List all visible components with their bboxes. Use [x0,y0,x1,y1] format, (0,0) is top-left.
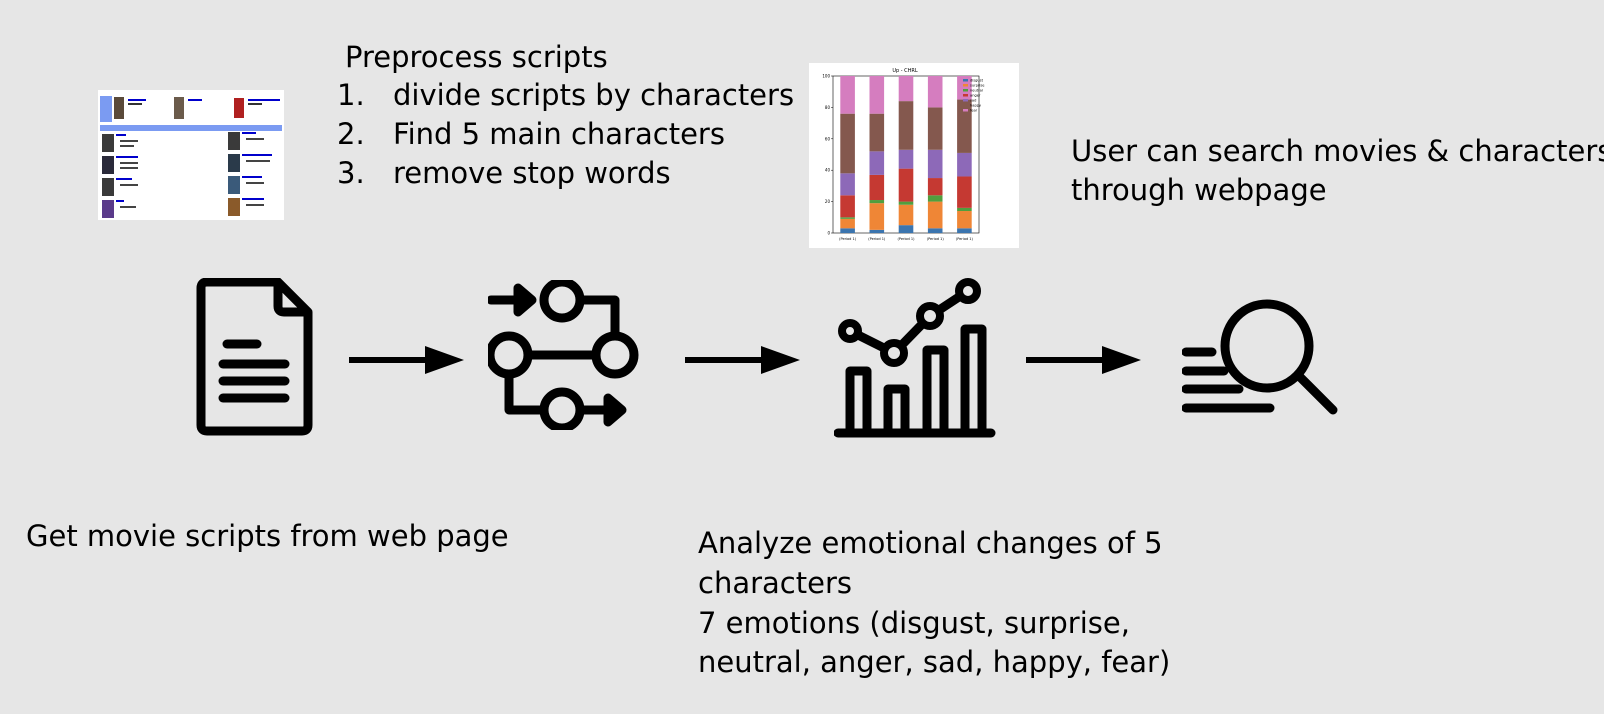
preprocess-step: 3. remove stop words [337,154,794,193]
legend-swatch [963,99,968,102]
legend-label: anger [970,94,981,98]
y-tick-label: 0 [827,231,830,236]
x-tick-label: (Period 1) [927,237,945,241]
bar-segment-sad [927,149,943,179]
analytics-chart-icon [834,278,996,438]
bar-segment-sad [840,173,855,196]
bar-segment-fear [927,76,943,108]
bar-segment-fear [840,76,855,114]
bar-segment-sad [957,152,972,177]
y-tick-label: 80 [825,105,831,110]
preprocess-steps: 1. divide scripts by characters 2. Find 5 … [337,76,794,193]
x-tick-label: (Period 1) [956,237,974,241]
search-icon [1182,299,1338,415]
step-text: divide scripts by characters [393,78,795,112]
bar-segment-surprise [840,218,855,229]
bar-segment-fear [957,76,972,100]
flow-arrow [1026,346,1141,374]
bar-segment-happy [927,107,943,150]
analyze-caption-line3: 7 emotions (disgust, surprise, [698,606,1130,640]
bar-segment-fear [898,76,914,102]
get-scripts-caption: Get movie scripts from web page [26,519,509,553]
flow-arrow [349,346,464,374]
website-screenshot-drawing [100,96,282,218]
x-tick-label: (Period 1) [839,237,857,241]
bar-segment-anger [840,195,855,218]
step-text: Find 5 main characters [393,117,725,151]
bar-segment-happy [840,113,855,174]
bar-segment-neutral [869,200,885,204]
legend-label: happy [970,104,982,108]
bar-segment-disgust [840,228,855,233]
x-tick-label: (Period 1) [868,237,886,241]
step-number: 2. [337,117,365,151]
emotion-chart-thumbnail: Up - CHRL 0 20 40 60 80 100 (Period 1) (Period … [809,63,1019,248]
bar-segment-surprise [869,203,885,230]
bar-segment-fear [869,76,885,114]
bar-segment-anger [927,178,943,196]
bar-segment-anger [869,174,885,201]
y-tick-label: 100 [822,74,830,79]
bar-segment-happy [898,101,914,150]
step-number: 1. [337,78,365,112]
y-tick-label: 60 [825,136,831,141]
bar-segment-neutral [927,195,943,202]
website-screenshot-thumbnail [98,90,284,220]
legend-label: neutral [970,89,983,93]
legend-swatch [963,109,968,112]
bar-segment-surprise [927,201,943,229]
legend-label: sad [970,99,976,103]
workflow-icon [488,280,639,430]
bar-segment-neutral [898,201,914,205]
bar-segment-neutral [957,207,972,212]
bar-segment-happy [957,99,972,153]
emotion-stacked-bar-chart: Up - CHRL 0 20 40 60 80 100 (Period 1) (Period … [822,68,985,241]
preprocess-step: 1. divide scripts by characters [337,76,794,115]
bar-segment-disgust [898,225,914,233]
document-icon [196,278,313,436]
preprocess-heading: Preprocess scripts [345,40,608,74]
step-text: remove stop words [393,156,671,190]
bar-segment-surprise [898,204,914,226]
bar-segment-sad [869,151,885,175]
legend-swatch [963,84,968,87]
bar-segment-surprise [957,211,972,229]
legend-swatch [963,89,968,92]
legend-swatch [963,94,968,97]
bar-segment-neutral [840,217,855,219]
y-tick-label: 40 [825,168,831,173]
bar-segment-disgust [869,229,885,233]
analyze-caption-line4: neutral, anger, sad, happy, fear) [698,645,1171,679]
x-tick-label: (Period 1) [898,237,916,241]
legend-label: fear [970,109,978,113]
bar-segment-anger [898,168,914,202]
legend-label: disgust [970,79,984,83]
bar-segment-disgust [927,228,943,233]
search-caption-line1: User can search movies & characters [1071,134,1604,168]
bar-segment-anger [957,176,972,208]
y-tick-label: 20 [825,199,831,204]
bar-segment-disgust [957,228,972,233]
legend-swatch [963,104,968,107]
preprocess-step: 2. Find 5 main characters [337,115,794,154]
analyze-caption-line2: characters [698,566,852,600]
legend-label: surprise [970,84,985,88]
bar-segment-sad [898,149,914,169]
legend-swatch [963,79,968,82]
chart-title: Up - CHRL [892,68,918,74]
search-caption-line2: through webpage [1071,173,1327,207]
bar-segment-happy [869,113,885,152]
flow-arrow [685,346,800,374]
analyze-caption-line1: Analyze emotional changes of 5 [698,526,1163,560]
step-number: 3. [337,156,365,190]
